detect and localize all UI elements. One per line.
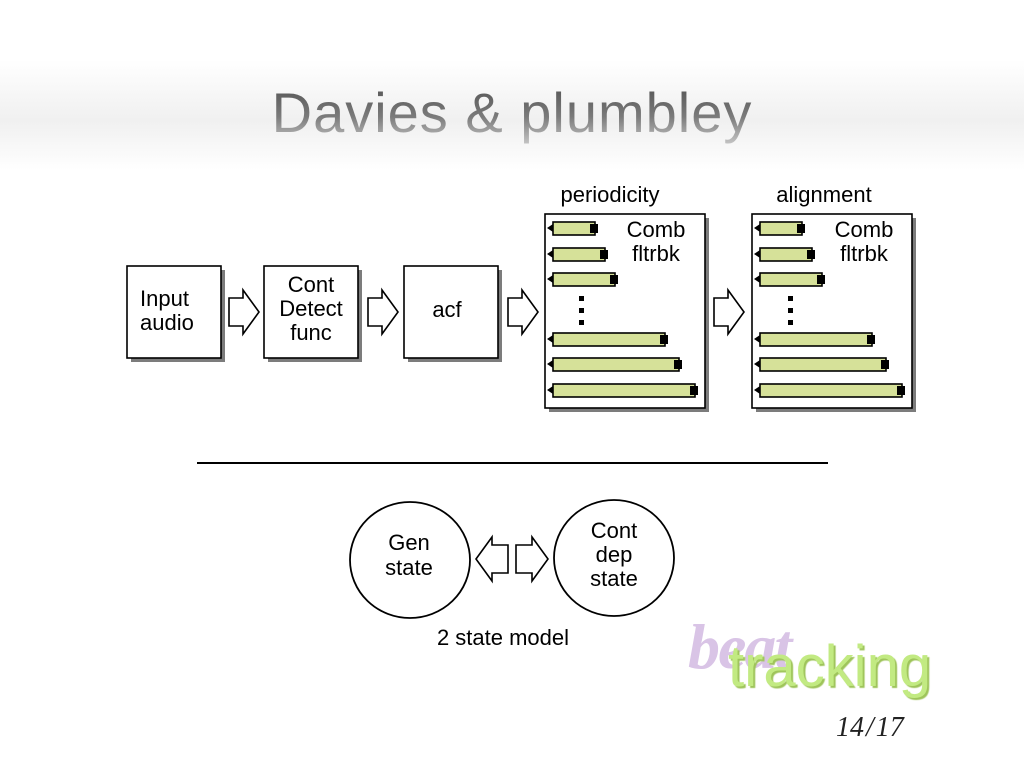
cont-dep-state-node: Cont dep state [553,499,675,617]
arrow-to-cont-state [515,534,549,584]
cont-state-line-3: state [590,566,638,591]
periodicity-filter-bar [547,272,618,287]
gen-state-line-2: state [385,555,433,580]
arrow-detect-to-acf [367,287,399,337]
periodicity-filter-bar [547,247,608,262]
periodicity-bank-line-1: Comb [627,217,686,242]
alignment-ellipsis [788,296,793,325]
alignment-filter-bar [754,221,805,236]
cont-state-line-1: Cont [591,518,637,543]
alignment-filter-bar [754,357,889,372]
page-current: 14 [836,712,864,743]
logo-tracking-text: tracking [728,634,932,699]
page-total: 17 [875,712,904,743]
periodicity-filter-bar [547,221,598,236]
periodicity-label: periodicity [560,182,659,207]
alignment-filter-bar [754,383,905,398]
slide-title: Davies & plumbley [0,78,1024,148]
acf-box: acf [403,265,502,362]
alignment-bank-line-2: fltrbk [840,241,889,266]
alignment-filterbank: Comb fltrbk [751,213,916,412]
periodicity-ellipsis [579,296,584,325]
input-audio-box: Input audio [126,265,225,362]
detect-func-box: Cont Detect func [263,265,362,362]
periodicity-filter-bar [547,383,698,398]
arrow-acf-to-periodicity [507,287,539,337]
state-model-caption: 2 state model [437,625,569,650]
detect-func-line-1: Cont [288,272,334,297]
arrow-to-gen-state [475,534,509,584]
page-separator: / [866,712,874,743]
periodicity-bank-line-2: fltrbk [632,241,681,266]
page-number: 14/17 [836,712,904,744]
periodicity-filterbank: Comb fltrbk [544,213,709,412]
gen-state-line-1: Gen [388,530,430,555]
detect-func-line-2: Detect [279,296,343,321]
periodicity-filter-bar [547,332,668,347]
periodicity-filter-bar [547,357,682,372]
alignment-bank-line-1: Comb [835,217,894,242]
logo-beat-text: beat [688,611,792,682]
alignment-filter-bar [754,247,815,262]
cont-state-line-2: dep [596,542,633,567]
input-audio-line-1: Input [140,286,189,311]
arrow-periodicity-to-alignment [713,287,745,337]
detect-func-line-3: func [290,320,332,345]
alignment-filter-bar [754,272,825,287]
alignment-label: alignment [776,182,871,207]
title-band [0,60,1024,170]
acf-label: acf [432,297,462,322]
alignment-filter-bar [754,332,875,347]
gen-state-node: Gen state [349,501,471,619]
arrow-input-to-detect [228,287,260,337]
input-audio-line-2: audio [140,310,194,335]
